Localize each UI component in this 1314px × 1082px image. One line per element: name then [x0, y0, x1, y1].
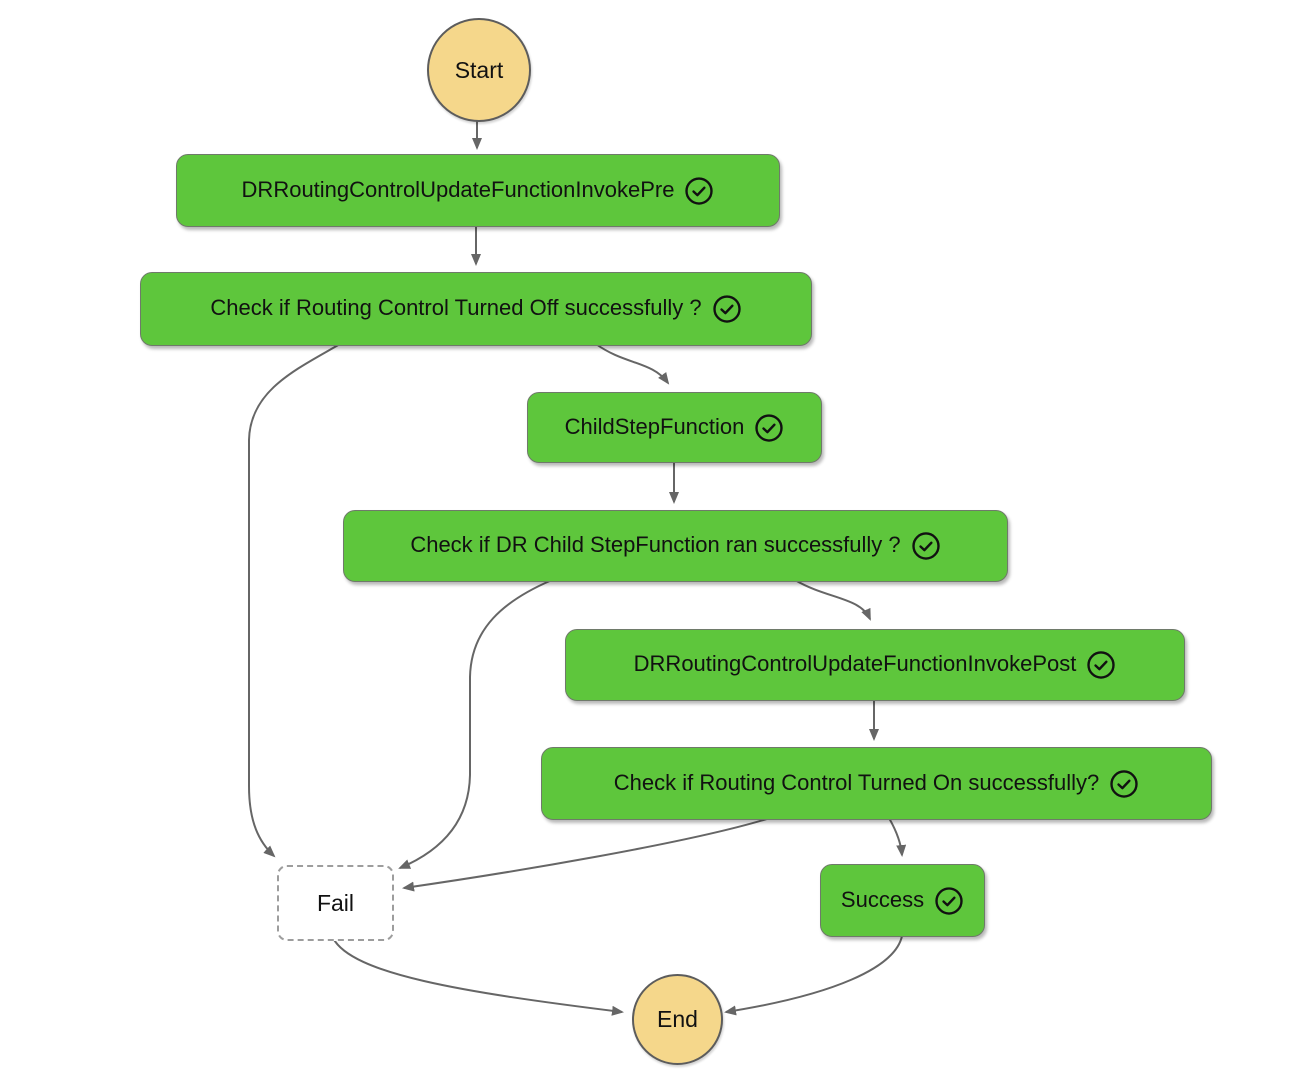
state-check-routing-control-off[interactable]: Check if Routing Control Turned Off succ…	[140, 272, 812, 346]
edge-check-on-to-success	[888, 817, 907, 857]
state-label: Check if Routing Control Turned On succe…	[613, 769, 1100, 795]
state-check-routing-control-on[interactable]: Check if Routing Control Turned On succe…	[541, 747, 1212, 820]
state-label: Fail	[316, 889, 355, 916]
edge-check-child-to-fail	[398, 579, 553, 869]
state-label: ChildStepFunction	[564, 413, 745, 439]
check-circle-icon	[1086, 650, 1116, 680]
start-node: Start	[427, 18, 531, 122]
state-check-dr-child-stepfunction[interactable]: Check if DR Child StepFunction ran succe…	[343, 510, 1008, 582]
state-label: Check if DR Child StepFunction ran succe…	[410, 532, 901, 557]
end-node: End	[632, 974, 723, 1065]
start-label: Start	[454, 56, 504, 83]
edge-success-to-end	[724, 935, 903, 1016]
edge-check-child-to-post	[794, 579, 871, 621]
check-circle-icon	[934, 886, 964, 916]
state-success[interactable]: Success	[820, 864, 985, 937]
state-label: Check if Routing Control Turned Off succ…	[210, 295, 702, 320]
edge-check-off-to-fail	[248, 343, 341, 858]
check-circle-icon	[1109, 769, 1139, 799]
edge-check-on-to-fail	[402, 817, 771, 892]
edge-check-off-to-child	[595, 343, 670, 385]
state-fail[interactable]: Fail	[277, 865, 394, 941]
state-drroutingcontrolupdatefunctioninvokepre[interactable]: DRRoutingControlUpdateFunctionInvokePre	[176, 154, 780, 227]
check-circle-icon	[911, 531, 941, 561]
state-childstepfunction[interactable]: ChildStepFunction	[527, 392, 822, 463]
check-circle-icon	[712, 294, 742, 324]
state-label: Success	[840, 886, 925, 912]
edge-fail-to-end	[332, 937, 624, 1016]
state-label: DRRoutingControlUpdateFunctionInvokePost	[633, 651, 1077, 676]
state-drroutingcontrolupdatefunctioninvokepost[interactable]: DRRoutingControlUpdateFunctionInvokePost	[565, 629, 1185, 701]
check-circle-icon	[684, 176, 714, 206]
check-circle-icon	[754, 413, 784, 443]
state-label: DRRoutingControlUpdateFunctionInvokePre	[241, 176, 675, 202]
end-label: End	[657, 1006, 698, 1032]
